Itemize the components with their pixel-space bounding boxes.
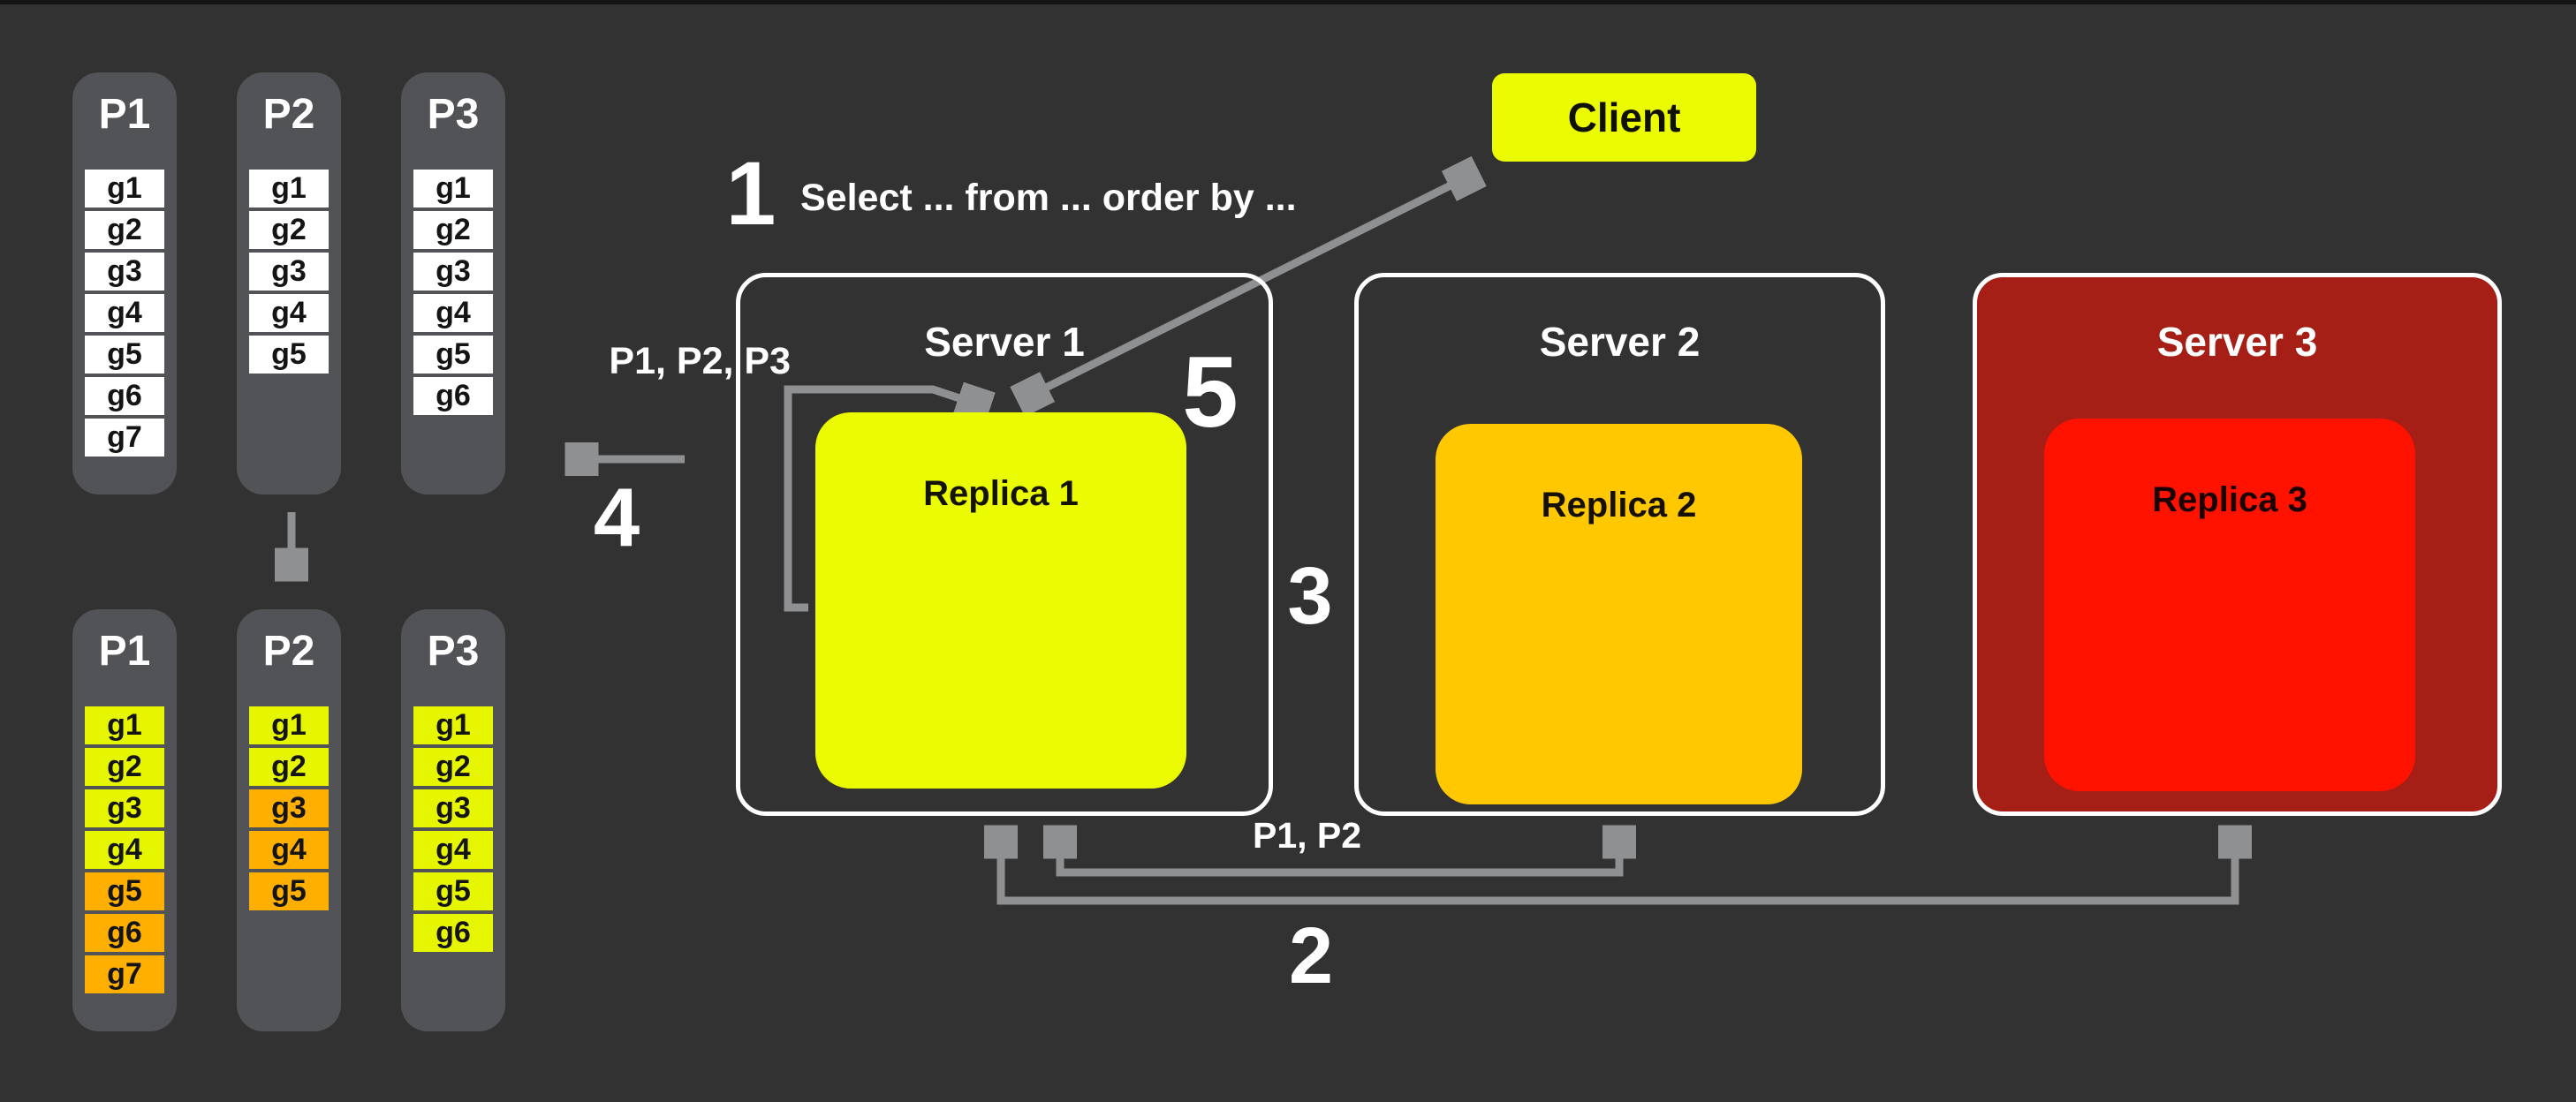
partition-cell: g1 [413,706,493,744]
partition-cell: g3 [85,253,164,291]
partition-column-label: P2 [262,91,315,138]
partition-cell: g7 [85,419,164,457]
partition-cell: g2 [249,748,329,786]
client-label: Client [1567,94,1681,140]
partitions-fanout-label: P1, P2, P3 [609,340,791,382]
step2-partitions-label: P1, P2 [1253,815,1362,856]
partition-column-label: P1 [98,91,151,138]
step3-number: 3 [1287,551,1333,641]
partition-cell: g6 [413,914,493,952]
step4-number: 4 [593,471,640,563]
partition-cell: g5 [249,336,329,374]
replica2-box: Replica 2 [1436,424,1802,804]
partition-cell: g1 [85,706,164,744]
partition-cell: g1 [85,170,164,208]
partition-cell: g2 [413,211,493,249]
replica1-box: Replica 1 [815,412,1186,789]
partition-cell: g2 [413,748,493,786]
partition-cell: g4 [85,294,164,332]
server2-title: Server 2 [1539,319,1701,365]
server1-box: Server 1 [736,273,1273,816]
partition-cell: g4 [249,294,329,332]
partition-cell: g1 [249,706,329,744]
partition-cell: g6 [85,377,164,415]
partition-cell: g1 [249,170,329,208]
partition-cell: g4 [85,831,164,869]
partition-cell: g5 [85,336,164,374]
partition-cell: g6 [413,377,493,415]
partition-cell: g5 [85,872,164,910]
partition-cell: g3 [413,253,493,291]
replica3-box: Replica 3 [2044,419,2415,791]
partition-cell: g2 [249,211,329,249]
top-edge-divider [0,0,2576,4]
partition-cell: g3 [249,789,329,827]
partition-cell: g3 [249,253,329,291]
partition-cell: g4 [249,831,329,869]
partition-cell: g2 [85,748,164,786]
server1-server3-bracket-arrow [1001,835,2235,905]
partition-column-label: P1 [98,628,151,675]
partition-cell: g4 [413,294,493,332]
partition-cell: g3 [413,789,493,827]
partition-cell: g5 [249,872,329,910]
partition-cell: g1 [413,170,493,208]
partition-cell: g5 [413,872,493,910]
server3-title: Server 3 [2156,319,2318,365]
step5-number: 5 [1182,336,1239,449]
partition-cell: g3 [85,789,164,827]
server1-title: Server 1 [924,319,1085,365]
step2-number: 2 [1288,912,1334,1000]
server2-box: Server 2 [1354,273,1885,816]
step1-query-label: Select ... from ... order by ... [800,177,1297,219]
partition-cell: g4 [413,831,493,869]
partition-cell: g7 [85,955,164,993]
partition-column-label: P3 [427,91,480,138]
partition-cell: g6 [85,914,164,952]
partition-cell: g2 [85,211,164,249]
client-box: Client [1492,73,1756,162]
partition-column-label: P3 [427,628,480,675]
step1-number: 1 [725,143,777,244]
partition-cell: g5 [413,336,493,374]
partition-column-label: P2 [262,628,315,675]
